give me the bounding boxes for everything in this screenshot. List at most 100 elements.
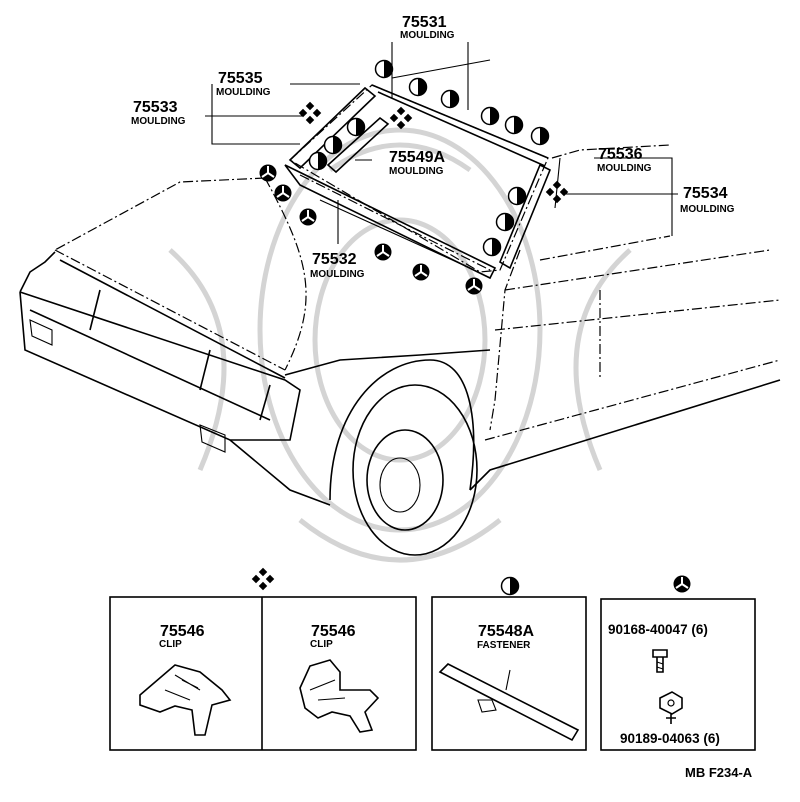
part-name: MOULDING	[597, 163, 652, 174]
callout-75535: 75535 MOULDING	[216, 70, 271, 98]
part-name: FASTENER	[477, 640, 531, 651]
car-illustration	[19, 84, 781, 556]
part-name: MOULDING	[131, 116, 186, 127]
part-number: 75549A	[389, 149, 445, 166]
part-number-nut: 90189-04063 (6)	[620, 731, 720, 746]
headlamp-divider-2	[199, 349, 211, 391]
three-point-star-symbol	[373, 242, 393, 262]
headlamp-divider-3	[259, 384, 271, 421]
part-name: CLIP	[310, 639, 333, 650]
moulding-parts	[284, 84, 552, 280]
half-circle-symbol	[530, 126, 550, 146]
door-window-line	[539, 235, 671, 261]
three-point-star-symbol	[464, 276, 484, 296]
part-name: MOULDING	[216, 87, 271, 98]
part-number: 75546	[311, 623, 356, 640]
roof-line	[551, 144, 671, 159]
half-circle-symbol	[482, 237, 502, 257]
four-diamond-symbol	[298, 101, 322, 125]
fog-lamp-right	[199, 424, 226, 453]
leader-75536-bracket	[594, 157, 673, 236]
belt-line	[504, 249, 771, 291]
sill-line	[484, 359, 781, 441]
hood-front	[19, 251, 56, 293]
watermark-emblem	[168, 127, 632, 563]
half-circle-symbol	[440, 89, 460, 109]
hood-rear-edge	[54, 177, 266, 251]
callout-75534: 75534 MOULDING	[680, 185, 735, 215]
part-number: 75532	[312, 251, 357, 268]
three-point-star-symbol	[672, 574, 692, 594]
fog-lamp-left	[29, 319, 53, 346]
grille-top	[59, 259, 286, 379]
detail-box-fastener: 75548A FASTENER	[431, 596, 587, 751]
leader-75535-bracket	[211, 84, 300, 145]
half-circle-symbol	[500, 576, 520, 596]
half-circle-symbol	[504, 115, 524, 135]
three-point-star-symbol	[273, 183, 293, 203]
door-crease	[494, 299, 781, 331]
moulding-75534-shape	[498, 163, 552, 270]
moulding-75533-shape	[288, 86, 377, 170]
leader-75531-c	[391, 59, 491, 79]
part-name: CLIP	[159, 639, 182, 650]
tire-outer	[352, 384, 478, 556]
detail-box-clips: 75546 CLIP 75546 CLIP	[109, 596, 417, 751]
screw-90168-drawing	[652, 649, 668, 673]
moulding-75532-shape	[284, 164, 497, 280]
part-name: MOULDING	[400, 30, 455, 41]
rocker-line	[469, 379, 781, 491]
nut-90189-drawing	[659, 691, 683, 724]
four-diamond-symbol	[251, 567, 275, 591]
part-name: MOULDING	[680, 204, 735, 215]
leader-lines	[205, 42, 678, 244]
wheel-rim	[366, 429, 444, 531]
half-circle-symbol	[480, 106, 500, 126]
bumper-strip	[29, 309, 271, 421]
part-number: 75535	[218, 70, 263, 87]
part-number: 75531	[402, 14, 447, 31]
half-circle-symbol	[374, 59, 394, 79]
part-number: 75548A	[478, 623, 534, 640]
moulding-75549a-shape	[326, 116, 390, 174]
half-circle-symbol	[346, 117, 366, 137]
figure-code: MB F234-A	[685, 765, 753, 780]
callout-75531: 75531 MOULDING	[400, 14, 455, 41]
clip-75546-alt-drawing	[299, 659, 380, 733]
four-diamond-symbol	[389, 106, 413, 130]
half-circle-symbol	[308, 151, 328, 171]
part-name: MOULDING	[389, 166, 444, 177]
part-number-screw: 90168-40047 (6)	[608, 622, 708, 637]
moulding-75531-shape-inner	[377, 91, 546, 167]
half-circle-symbol	[495, 212, 515, 232]
detail-box-screws: 90168-40047 (6) 90189-04063 (6)	[600, 598, 756, 751]
hood-side-line	[264, 177, 307, 371]
three-point-star-symbol	[258, 163, 278, 183]
callout-75533: 75533 MOULDING	[131, 99, 186, 127]
part-number: 75536	[598, 146, 643, 163]
half-circle-symbol	[507, 186, 527, 206]
fastener-75548a-drawing	[438, 663, 580, 742]
callout-75549a: 75549A MOULDING	[389, 149, 445, 177]
moulding-75532-inner	[319, 199, 471, 269]
part-number: 75534	[683, 185, 728, 202]
windshield-frame	[289, 84, 549, 273]
three-point-star-symbol	[411, 262, 431, 282]
clip-75546-drawing	[139, 664, 232, 736]
headlamp-divider-1	[89, 289, 101, 331]
hood-front-crease	[54, 249, 286, 371]
callout-75532: 75532 MOULDING	[310, 251, 365, 280]
three-point-star-symbol	[298, 207, 318, 227]
callout-75536: 75536 MOULDING	[597, 146, 652, 174]
wheel-arch	[329, 359, 475, 501]
fender-top	[284, 349, 491, 376]
half-circle-symbol	[323, 135, 343, 155]
half-circle-symbol	[408, 77, 428, 97]
wheel-hub	[379, 457, 421, 513]
a-pillar-line	[489, 249, 521, 431]
part-name: MOULDING	[310, 269, 365, 280]
lower-valance	[229, 439, 331, 506]
moulding-75531-shape	[371, 84, 549, 159]
front-bumper	[19, 291, 301, 441]
